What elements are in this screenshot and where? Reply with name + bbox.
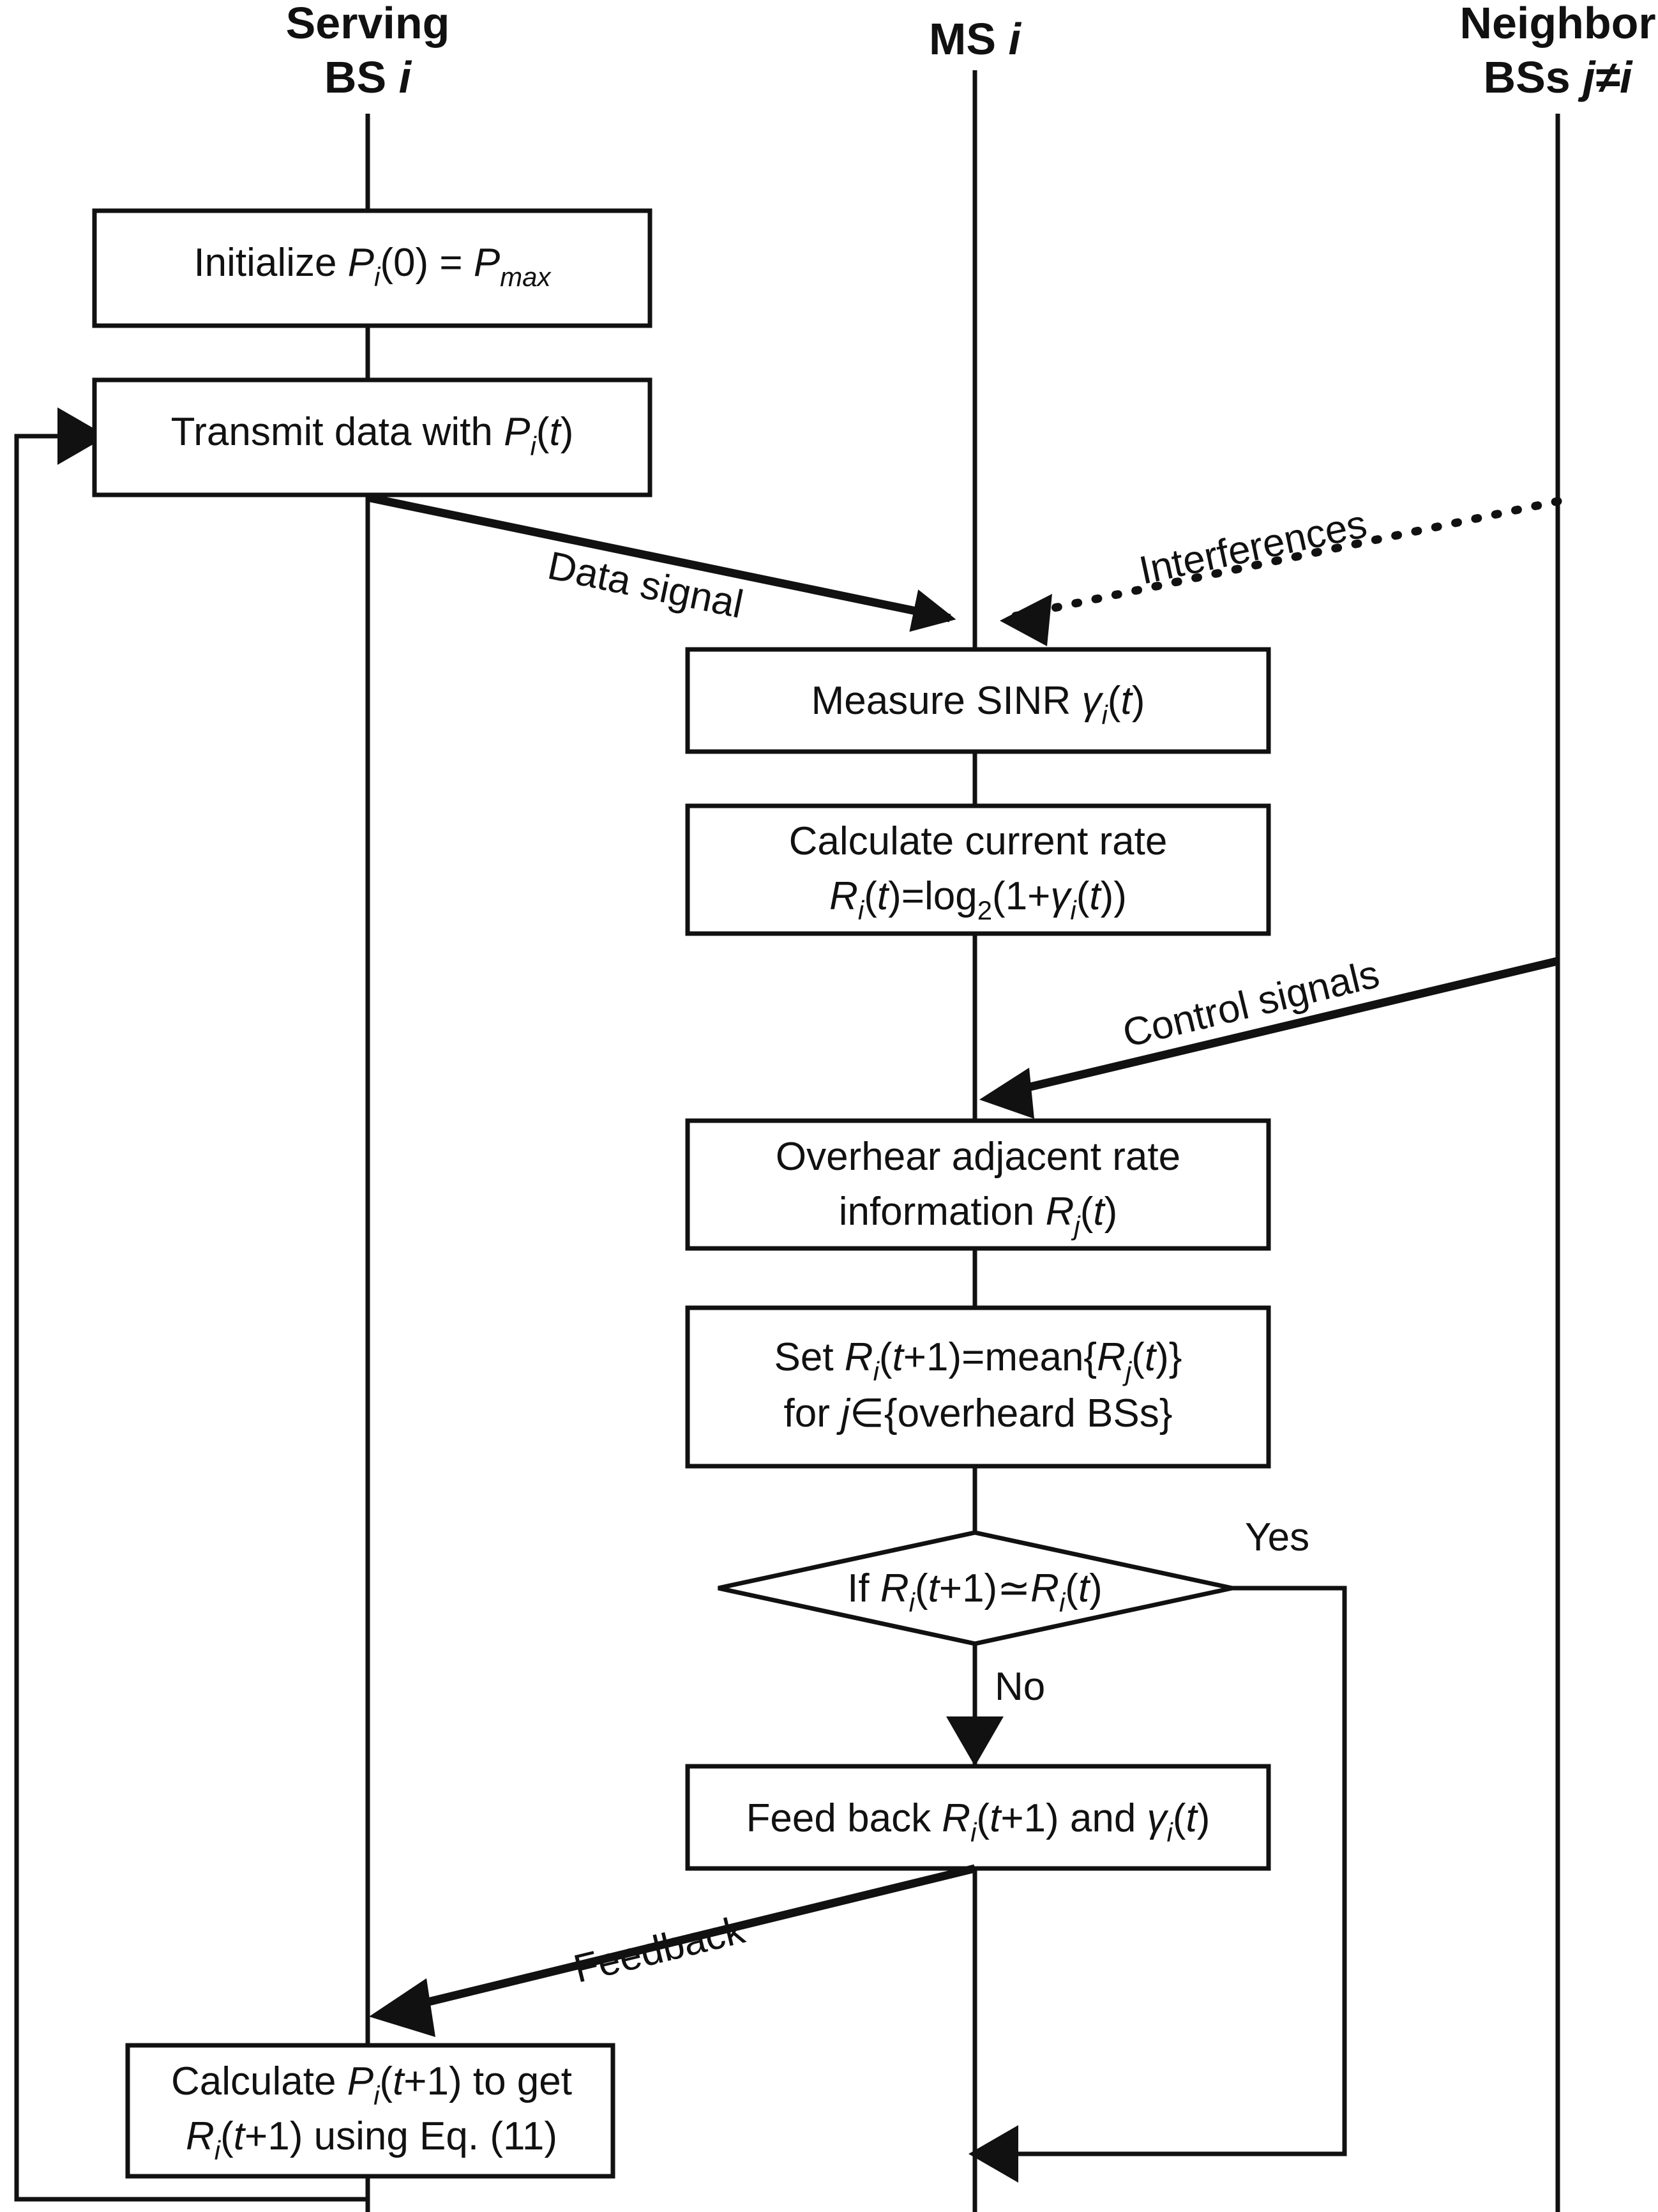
message-interferences-label: Interferences [1136, 502, 1371, 593]
message-interferences: Interferences [1000, 497, 1562, 646]
node-transmit-data-label: Transmit data with Pi(t) [171, 410, 574, 461]
node-calculate-power-line2: Ri(t+1) using Eq. (11) [186, 2114, 557, 2165]
node-convergence-decision-label: If Ri(t+1)≃Ri(t) [847, 1566, 1103, 1617]
node-initialize[interactable]: Initialize Pi(0) = Pmax [92, 208, 652, 328]
node-calculate-current-rate-line1: Calculate current rate [789, 819, 1168, 863]
lane-header-neighbor-bs: Neighbor BSs j≠i [1459, 0, 1655, 102]
branch-no: No [946, 1644, 1045, 1766]
message-data-signal: Data signal [366, 493, 956, 632]
node-measure-sinr[interactable]: Measure SINR γi(t) [685, 647, 1271, 754]
lane-title-serving-bs-line1: Serving [286, 0, 450, 48]
message-feedback-label: Feedback [569, 1907, 750, 1991]
node-overhear-adjacent-rate-line2: information Rj(t) [839, 1190, 1118, 1241]
lane-header-serving-bs: Serving BS i [286, 0, 450, 102]
node-set-target-rate-line2: for j∈{overheard BSs} [784, 1391, 1173, 1436]
node-set-target-rate-line1: Set Ri(t+1)=mean{Rj(t)} [774, 1335, 1182, 1386]
node-initialize-label: Initialize Pi(0) = Pmax [193, 241, 552, 292]
node-overhear-adjacent-rate[interactable]: Overhear adjacent rate information Rj(t) [685, 1118, 1271, 1251]
lane-title-neighbor-bs-line1: Neighbor [1459, 0, 1655, 48]
lane-title-ms: MS i [929, 14, 1021, 64]
node-overhear-adjacent-rate-line1: Overhear adjacent rate [776, 1135, 1180, 1179]
node-set-target-rate[interactable]: Set Ri(t+1)=mean{Rj(t)} for j∈{overheard… [685, 1305, 1271, 1469]
lane-title-serving-bs-line2: BS i [324, 52, 412, 102]
node-calculate-current-rate-line2: Ri(t)=log2(1+γi(t)) [829, 874, 1127, 925]
branch-yes: Yes [968, 1515, 1347, 2183]
node-feed-back-label: Feed back Ri(t+1) and γi(t) [746, 1796, 1210, 1847]
lane-title-neighbor-bs-line2: BSs j≠i [1484, 52, 1633, 102]
node-convergence-decision[interactable]: If Ri(t+1)≃Ri(t) [718, 1530, 1233, 1646]
node-transmit-data[interactable]: Transmit data with Pi(t) [92, 377, 652, 497]
loop-back-to-transmit [14, 407, 368, 2202]
message-control-signals: Control signals [979, 952, 1559, 1119]
node-calculate-power[interactable]: Calculate Pi(t+1) to get Ri(t+1) using E… [125, 2043, 615, 2179]
node-feed-back[interactable]: Feed back Ri(t+1) and γi(t) [685, 1764, 1271, 1871]
branch-no-label: No [995, 1665, 1045, 1709]
node-measure-sinr-label: Measure SINR γi(t) [811, 679, 1145, 730]
message-feedback: Feedback [369, 1864, 976, 2037]
node-calculate-power-line1: Calculate Pi(t+1) to get [171, 2059, 572, 2110]
branch-yes-label: Yes [1245, 1515, 1309, 1559]
message-control-signals-label: Control signals [1119, 952, 1383, 1056]
node-calculate-current-rate[interactable]: Calculate current rate Ri(t)=log2(1+γi(t… [685, 803, 1271, 936]
lane-header-ms: MS i [929, 14, 1021, 64]
